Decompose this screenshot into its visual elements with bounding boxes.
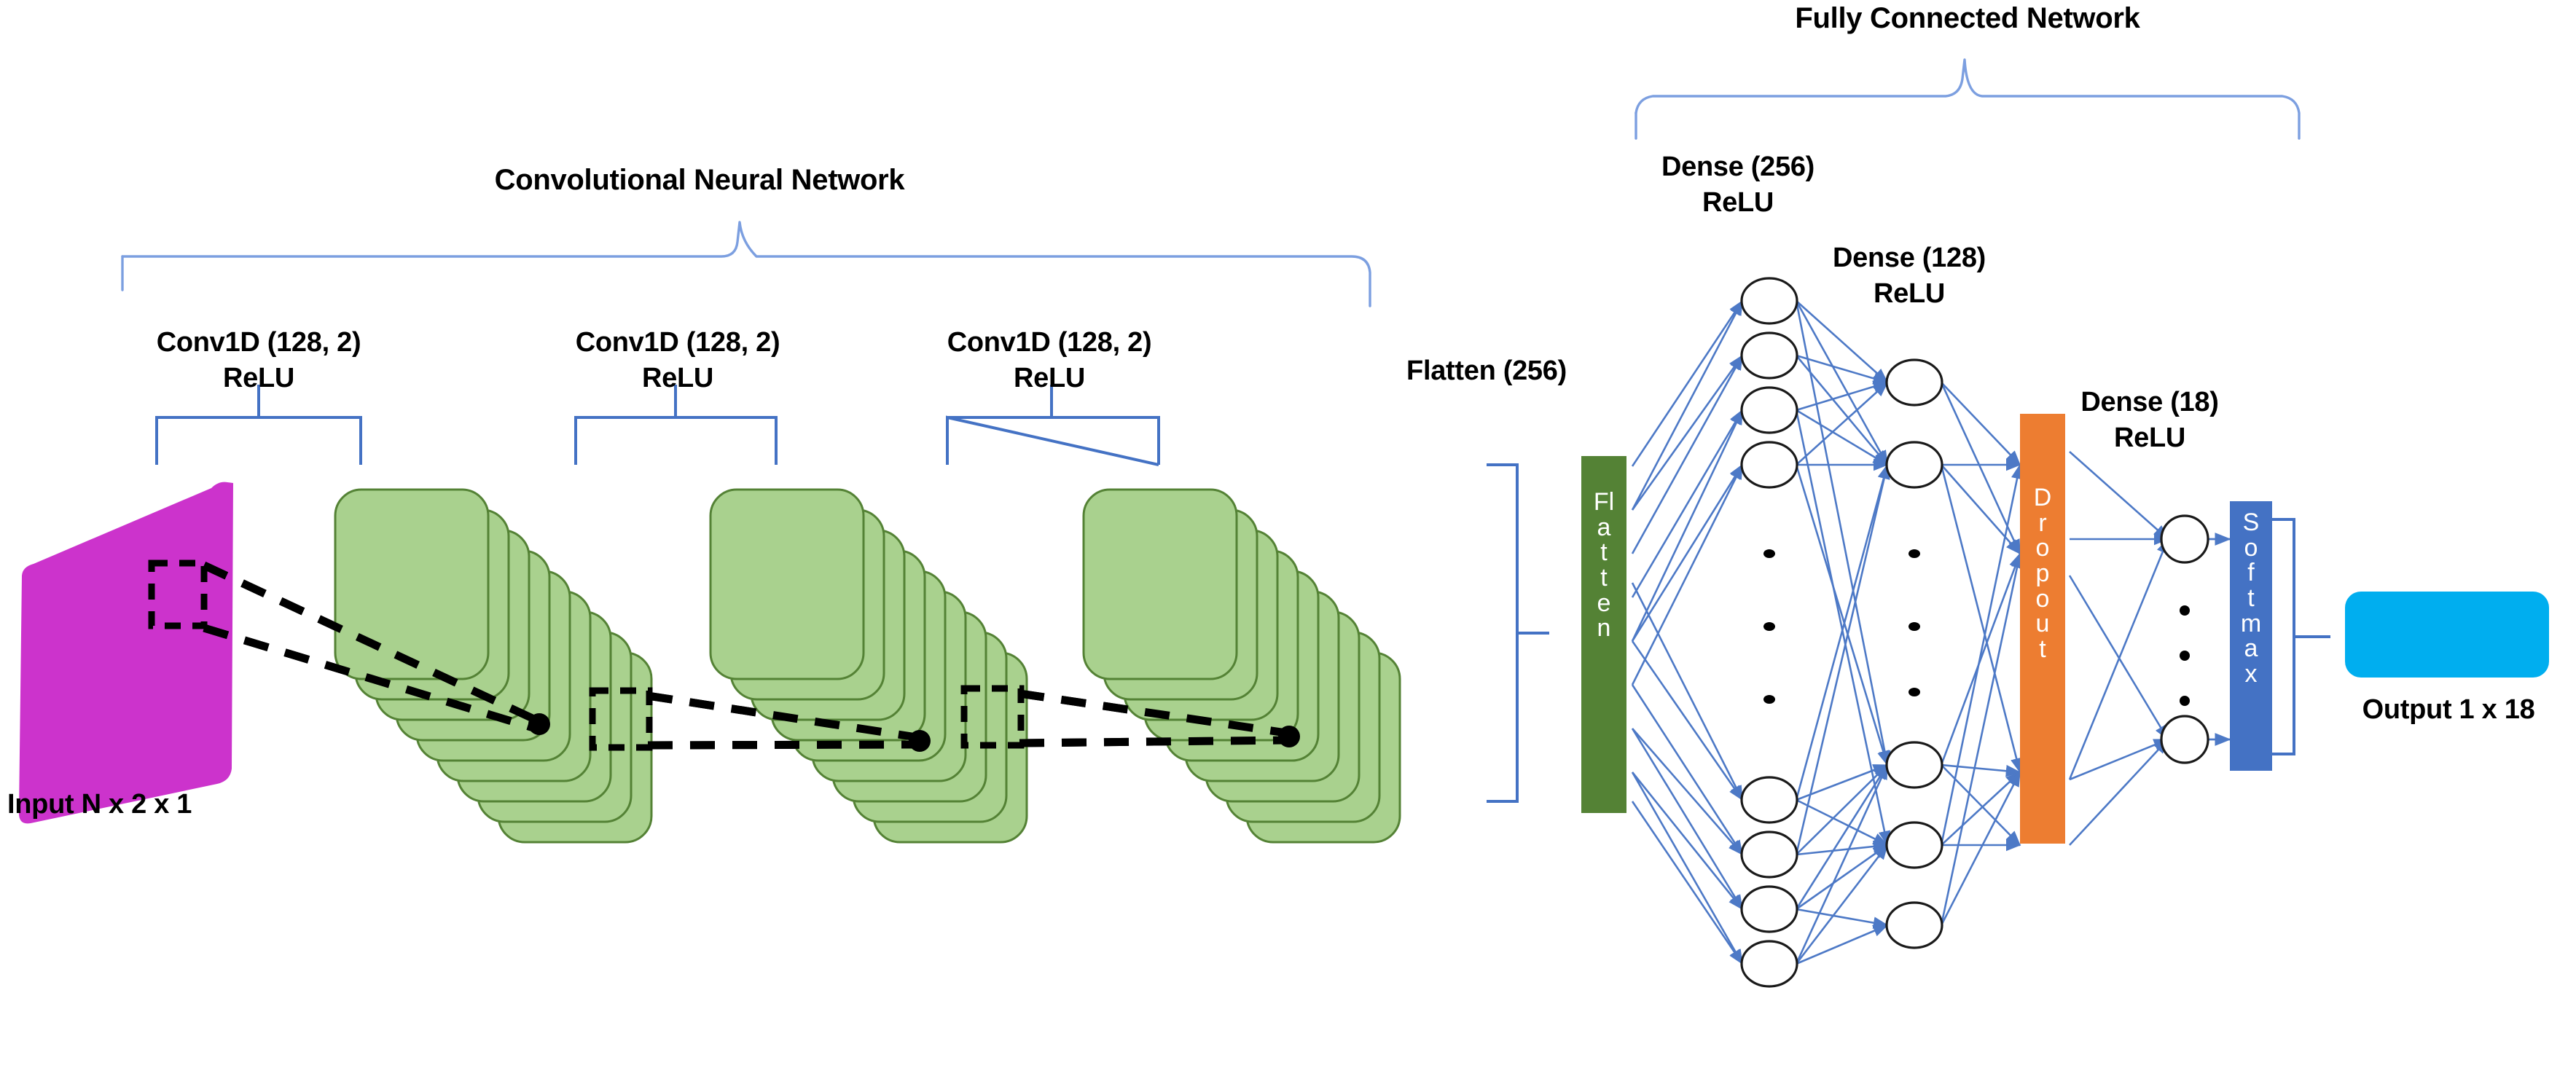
input-parallelogram [18,482,233,824]
conv-stack-3 [1082,488,1401,844]
fcn-edges-dense18-to-softmax [2199,533,2231,746]
fcn-edges-dropout-to-dense18 [2068,451,2169,846]
conv-bracket-1 [155,385,362,465]
conv3-label: Conv1D (128, 2) ReLU [947,327,1152,393]
fcn-edges-dense256-to-dense128 [1795,300,1891,965]
output-label: Output 1 x 18 [2362,694,2535,725]
fcn-brace [1635,58,2301,140]
dense256-label: Dense (256) ReLU [1661,152,1815,218]
output-box [2345,592,2549,678]
cnn-section-title: Convolutional Neural Network [494,164,905,196]
flatten-label: Flatten (256) [1406,356,1567,386]
conv2-label: Conv1D (128, 2) ReLU [575,327,780,393]
softmax-bar [2230,501,2272,771]
flatten-bar [1581,456,1626,813]
flatten-bar-text: Fl a t t e n [1593,488,1615,643]
fcn-edges-flatten-to-dense256 [1631,299,1744,965]
dense256-nodes [1740,277,1798,988]
output-bracket [2259,518,2330,755]
dropout-bar [2020,414,2065,844]
conv-bracket-2 [574,385,778,465]
conv1-label: Conv1D (128, 2) ReLU [156,327,361,393]
flatten-bracket [1487,463,1549,803]
input-label: Input N x 2 x 1 [7,789,192,820]
dropout-bar-text: D r o p o u t [2033,484,2052,664]
dense128-label: Dense (128) ReLU [1832,243,1986,309]
input-receptive-field-box [148,559,208,629]
dense18-nodes [2160,514,2209,764]
conv-stack-1 [334,488,653,844]
receptive-field-boxes-overlay [528,685,1300,752]
softmax-bar-text: S o f t m a x [2240,509,2262,688]
conv-bracket-3 [946,385,1160,466]
receptive-field-overlay [202,562,1287,750]
dense18-label: Dense (18) ReLU [2080,387,2219,453]
conv-stack-2 [709,488,1028,844]
dense128-nodes [1885,358,1943,949]
fcn-edges-dense128-to-dropout [1940,382,2024,926]
fcn-section-title: Fully Connected Network [1795,2,2140,34]
cnn-brace [121,221,1371,307]
